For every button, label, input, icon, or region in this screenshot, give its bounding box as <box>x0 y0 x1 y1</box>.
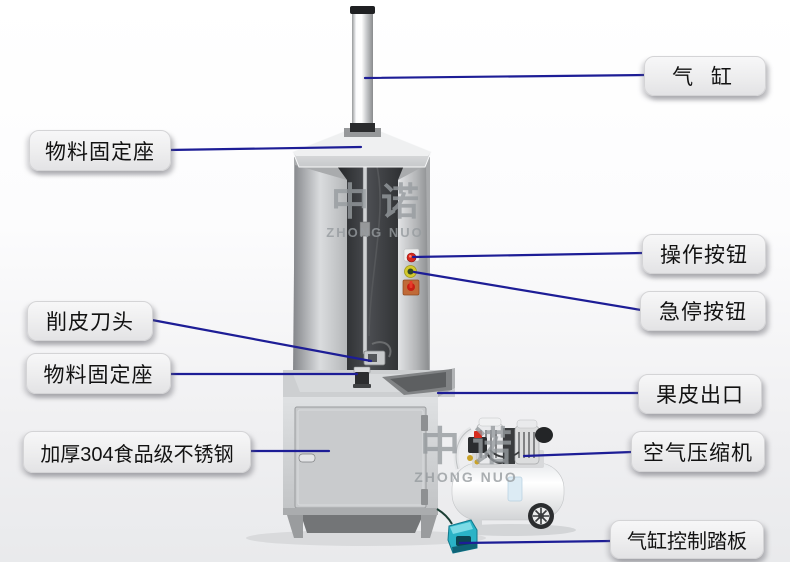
base-cabinet <box>283 368 455 538</box>
tower-channel <box>331 158 407 370</box>
leader-line-operate <box>411 251 645 259</box>
tower-left-panel <box>293 165 347 374</box>
label-operate-button: 操作按钮 <box>642 234 766 274</box>
pressure-switch-box <box>468 437 487 453</box>
material-seat <box>355 372 369 385</box>
air-compressor <box>451 417 565 529</box>
label-material-holder-bottom: 物料固定座 <box>26 353 171 394</box>
door-handle <box>298 453 316 463</box>
label-material-holder-top: 物料固定座 <box>29 130 171 171</box>
leader-line-holder-top <box>166 145 363 152</box>
air-filter-cap <box>535 427 553 443</box>
label-peel-outlet: 果皮出口 <box>638 374 762 414</box>
label-emergency-stop: 急停按钮 <box>640 291 766 331</box>
label-air-cylinder: 气 缸 <box>644 56 766 96</box>
door-hinge-top <box>421 415 428 431</box>
foot-pedal <box>436 508 478 554</box>
label-peeling-blade: 削皮刀头 <box>27 301 153 341</box>
pedal-hose <box>436 508 453 525</box>
label-stainless-steel: 加厚304食品级不锈钢 <box>23 431 251 473</box>
leader-lines <box>150 73 647 545</box>
leader-line-cylinder <box>363 73 647 80</box>
control-panel <box>402 248 420 296</box>
leader-line-pedal <box>458 539 613 545</box>
leader-line-compressor <box>522 450 634 458</box>
door-hinge-bottom <box>421 489 428 505</box>
label-air-compressor: 空气压缩机 <box>631 431 765 472</box>
leader-line-estop <box>412 270 643 312</box>
cabinet-leg-left <box>287 515 303 538</box>
air-hose-inside <box>368 161 381 337</box>
guide-rod <box>362 151 368 355</box>
label-pedal: 气缸控制踏板 <box>610 520 764 559</box>
machine-top <box>292 128 432 168</box>
cabinet-leg-right <box>421 515 437 538</box>
leader-line-blade <box>150 318 373 363</box>
air-cylinder <box>350 6 375 132</box>
